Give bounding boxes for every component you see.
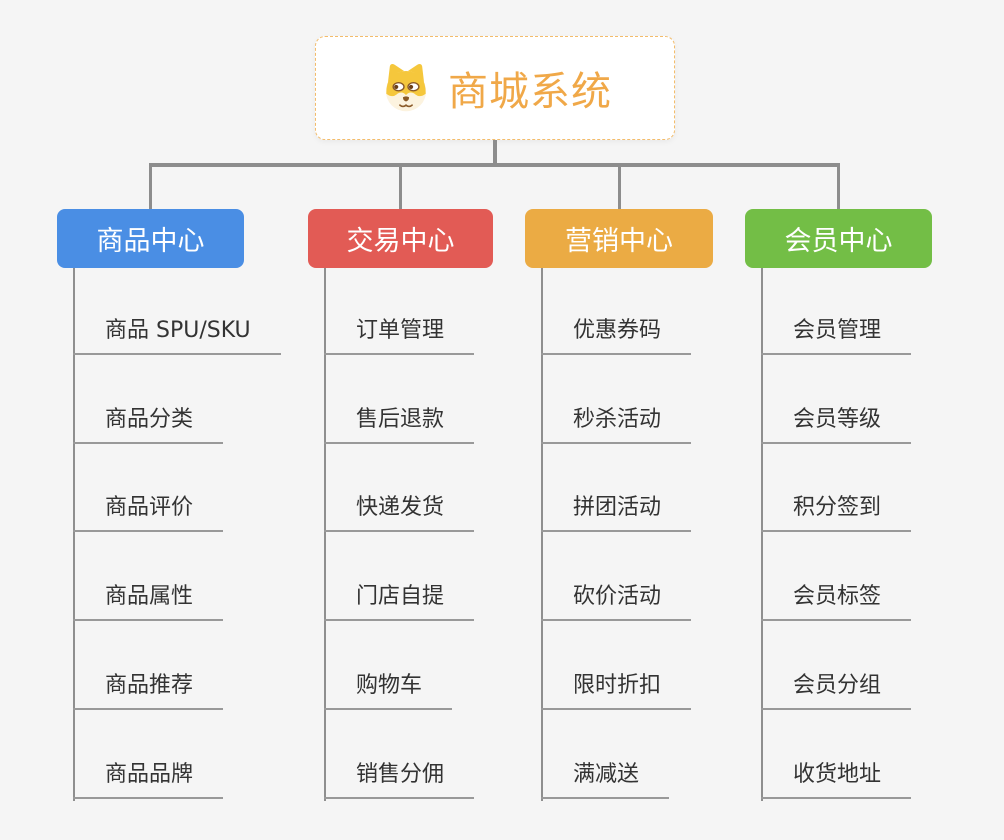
dog-face-icon (385, 63, 427, 111)
leaf-node[interactable]: 门店自提 (324, 582, 475, 621)
branch-drop-connector-4 (837, 165, 840, 209)
leaf-node[interactable]: 限时折扣 (541, 671, 692, 710)
branch-horizontal-connector (149, 163, 840, 167)
leaf-node[interactable]: 快递发货 (324, 493, 475, 532)
branch-drop-connector-2 (399, 165, 402, 209)
root-stem-connector (493, 140, 497, 165)
leaf-node[interactable]: 会员等级 (761, 405, 912, 444)
leaf-node[interactable]: 积分签到 (761, 493, 912, 532)
branch-node-product-center[interactable]: 商品中心 (57, 209, 244, 268)
column-spine-3 (541, 268, 543, 801)
branch-drop-connector-3 (618, 165, 621, 209)
leaf-node[interactable]: 砍价活动 (541, 582, 692, 621)
leaf-node[interactable]: 满减送 (541, 760, 670, 799)
leaf-node[interactable]: 商品属性 (73, 582, 224, 621)
leaf-node[interactable]: 优惠券码 (541, 316, 692, 355)
leaf-node[interactable]: 会员分组 (761, 671, 912, 710)
leaf-node[interactable]: 收货地址 (761, 760, 912, 799)
leaf-node[interactable]: 订单管理 (324, 316, 475, 355)
root-node[interactable]: 商城系统 (315, 36, 675, 140)
leaf-node[interactable]: 购物车 (324, 671, 453, 710)
leaf-node[interactable]: 拼团活动 (541, 493, 692, 532)
leaf-node[interactable]: 商品评价 (73, 493, 224, 532)
branch-node-marketing-center[interactable]: 营销中心 (525, 209, 713, 268)
leaf-node[interactable]: 销售分佣 (324, 760, 475, 799)
leaf-node[interactable]: 商品推荐 (73, 671, 224, 710)
branch-drop-connector-1 (149, 165, 152, 209)
leaf-node[interactable]: 会员管理 (761, 316, 912, 355)
leaf-node[interactable]: 商品品牌 (73, 760, 224, 799)
leaf-node[interactable]: 秒杀活动 (541, 405, 692, 444)
column-spine-1 (73, 268, 75, 801)
leaf-node[interactable]: 商品分类 (73, 405, 224, 444)
branch-node-member-center[interactable]: 会员中心 (745, 209, 932, 268)
leaf-node[interactable]: 售后退款 (324, 405, 475, 444)
leaf-node[interactable]: 会员标签 (761, 582, 912, 621)
leaf-node[interactable]: 商品 SPU/SKU (73, 316, 281, 355)
column-spine-2 (324, 268, 326, 801)
branch-node-trade-center[interactable]: 交易中心 (308, 209, 493, 268)
column-spine-4 (761, 268, 763, 801)
root-title: 商城系统 (448, 69, 612, 115)
